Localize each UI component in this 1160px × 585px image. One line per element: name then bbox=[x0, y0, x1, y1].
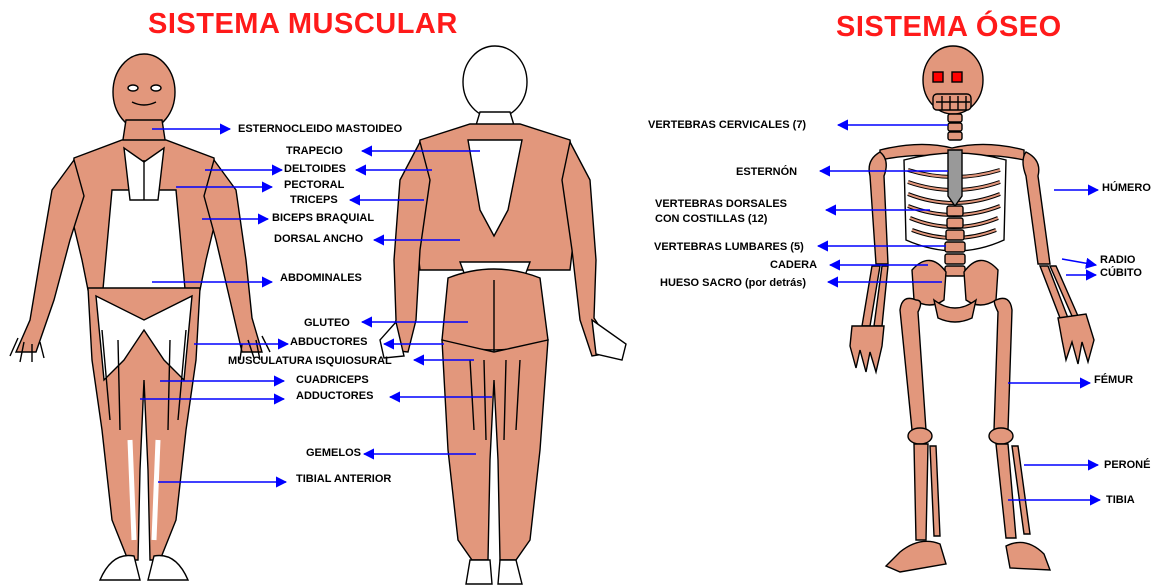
label-dorsal: DORSAL ANCHO bbox=[274, 232, 363, 246]
label-cubito: CÚBITO bbox=[1100, 266, 1142, 280]
label-esternon: ESTERNÓN bbox=[736, 165, 797, 179]
back-muscle-figure bbox=[380, 46, 626, 584]
label-triceps: TRICEPS bbox=[290, 193, 338, 207]
label-trapecio: TRAPECIO bbox=[286, 144, 343, 158]
label-pectoral: PECTORAL bbox=[284, 178, 344, 192]
arrow-radio bbox=[1062, 259, 1096, 265]
label-tibia: TIBIA bbox=[1106, 493, 1135, 507]
label-dorsales-2: CON COSTILLAS (12) bbox=[655, 212, 767, 226]
label-isquiosural: MUSCULATURA ISQUIOSURAL bbox=[228, 354, 392, 368]
label-sacro: HUESO SACRO (por detrás) bbox=[660, 276, 806, 290]
label-radio: RADIO bbox=[1100, 253, 1135, 267]
label-abdominales: ABDOMINALES bbox=[280, 271, 362, 285]
label-femur: FÉMUR bbox=[1094, 373, 1133, 387]
label-esternocleido: ESTERNOCLEIDO MASTOIDEO bbox=[238, 122, 402, 136]
label-tibial: TIBIAL ANTERIOR bbox=[296, 472, 391, 486]
label-cervicales: VERTEBRAS CERVICALES (7) bbox=[648, 118, 806, 132]
label-perone: PERONÉ bbox=[1104, 458, 1150, 472]
label-gemelos: GEMELOS bbox=[306, 446, 361, 460]
label-biceps: BICEPS BRAQUIAL bbox=[272, 211, 374, 225]
label-lumbares: VERTEBRAS LUMBARES (5) bbox=[654, 240, 804, 254]
label-abductores: ABDUCTORES bbox=[290, 335, 367, 349]
label-dorsales-1: VERTEBRAS DORSALES bbox=[655, 197, 787, 211]
label-cuadriceps: CUADRICEPS bbox=[296, 373, 369, 387]
title-oseo: SISTEMA ÓSEO bbox=[836, 11, 1062, 44]
label-adductores: ADDUCTORES bbox=[296, 389, 373, 403]
label-deltoides: DELTOIDES bbox=[284, 162, 346, 176]
label-humero: HÚMERO bbox=[1102, 181, 1151, 195]
front-muscle-figure bbox=[10, 54, 270, 580]
label-cadera: CADERA bbox=[770, 258, 817, 272]
label-gluteo: GLUTEO bbox=[304, 316, 350, 330]
title-muscular: SISTEMA MUSCULAR bbox=[148, 8, 458, 41]
